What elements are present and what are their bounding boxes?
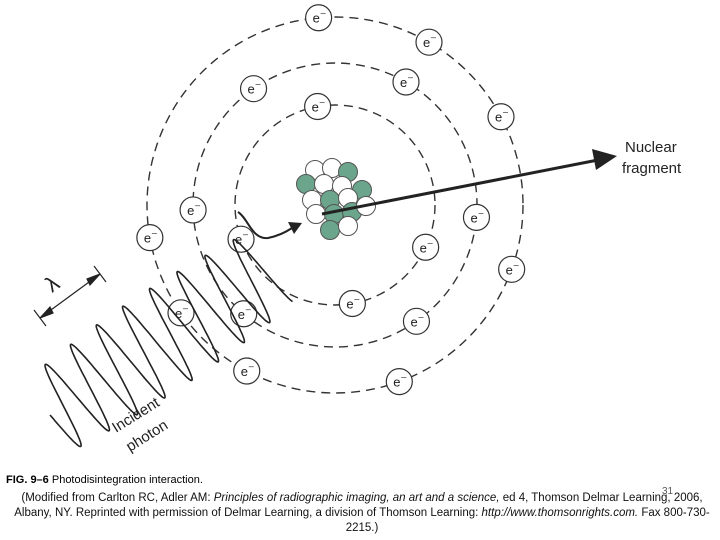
electron: e–	[412, 233, 440, 261]
electron-label: e	[393, 375, 400, 390]
electron-charge: –	[183, 303, 188, 313]
credit-text-2: ed 4, Thomson Delmar Learning, 2006, Alb…	[14, 492, 703, 519]
electron: e–	[498, 255, 526, 283]
figure-number: FIG. 9–6	[6, 474, 49, 486]
nuclear-label: Nuclear	[625, 139, 677, 156]
electron-charge: –	[195, 200, 200, 210]
electron: e–	[487, 103, 515, 131]
credit-text-3: Fax 800-730-2215.)	[345, 507, 710, 534]
electron: e–	[338, 289, 366, 318]
electron-label: e	[410, 314, 417, 329]
electron-label: e	[235, 232, 242, 247]
photodisintegration-diagram: e–e–e–e–e–e–e–e–e–e–e–e–e–e–e–e–e–e– λ N…	[33, 4, 682, 455]
neutron	[338, 216, 358, 236]
electron-charge: –	[431, 32, 436, 42]
electron-charge: –	[503, 107, 508, 117]
electron: e–	[227, 225, 255, 253]
photon-arrowhead	[288, 222, 302, 234]
electron: e–	[462, 203, 491, 231]
electron-label: e	[506, 262, 513, 277]
incident-photon-wave	[44, 238, 293, 448]
electron-circle	[392, 68, 420, 96]
electron-circle	[498, 255, 526, 283]
electron-label: e	[238, 307, 245, 322]
electron-charge: –	[243, 229, 248, 239]
credit-text-1: (Modified from Carlton RC, Adler AM:	[21, 492, 214, 504]
electron-circle	[233, 357, 261, 385]
electron-label: e	[423, 35, 430, 50]
electron-charge: –	[321, 8, 326, 18]
electron-charge: –	[354, 293, 359, 303]
electron-charge: –	[418, 311, 423, 321]
proton	[320, 220, 340, 240]
electron-circle	[402, 307, 431, 335]
figure-title: Photodisintegration interaction.	[51, 474, 203, 486]
electron-label: e	[400, 75, 407, 90]
electron: e–	[239, 75, 268, 103]
electron-circle	[415, 28, 443, 56]
page-number: 31	[662, 486, 674, 497]
electron-circle	[179, 196, 207, 224]
electron-circle	[487, 103, 515, 131]
electron-circle	[385, 368, 413, 396]
electron-label: e	[312, 100, 319, 115]
wavelength-label: λ	[41, 270, 64, 297]
fragment-arrowhead	[592, 149, 617, 170]
electron-charge: –	[256, 79, 261, 89]
electron-charge: –	[249, 361, 254, 371]
electron: e–	[385, 368, 413, 396]
electron: e–	[136, 224, 164, 252]
electron-circle	[230, 300, 258, 328]
electron-circle	[167, 299, 195, 327]
electron-charge: –	[152, 228, 157, 238]
electron-label: e	[313, 11, 320, 26]
outer-shell	[146, 16, 524, 394]
electron-circle	[304, 92, 332, 121]
photon-arrow-line	[237, 211, 293, 240]
rights-url: http://www.thomsonrights.com.	[481, 507, 639, 519]
fragment-arrow-line	[321, 158, 599, 216]
electron: e–	[392, 68, 420, 96]
electron-charge: –	[514, 259, 519, 269]
inner-shell	[234, 104, 436, 306]
electron-label: e	[495, 110, 502, 125]
electron-label: e	[187, 203, 194, 218]
electron-label: e	[175, 306, 182, 321]
electron-charge: –	[408, 72, 413, 82]
electron: e–	[233, 357, 261, 385]
electron-circle	[412, 233, 440, 261]
electron: e–	[167, 299, 195, 327]
electron: e–	[230, 300, 258, 328]
nucleus	[296, 158, 376, 240]
electron-charge: –	[246, 304, 251, 314]
electron: e–	[415, 28, 443, 56]
electron-label: e	[241, 364, 248, 379]
electron-label: e	[346, 296, 353, 311]
electron-circle	[462, 203, 491, 231]
electron-label: e	[420, 240, 427, 255]
electron-label: e	[144, 231, 151, 246]
electron-charge: –	[320, 97, 325, 107]
electron-circle	[338, 289, 366, 318]
electron: e–	[304, 92, 332, 121]
electron-charge: –	[401, 372, 406, 382]
electron: e–	[402, 307, 431, 335]
electron-label: e	[470, 210, 477, 225]
figure-credit: (Modified from Carlton RC, Adler AM: Pri…	[14, 491, 710, 536]
electron-circle	[239, 75, 268, 103]
electron-charge: –	[478, 207, 483, 217]
fragment-label: fragment	[622, 160, 682, 177]
electron: e–	[305, 4, 333, 32]
electron-charge: –	[428, 237, 433, 247]
electron-label: e	[248, 82, 255, 97]
wavelength-marker	[33, 265, 107, 327]
figure-caption: FIG. 9–6 Photodisintegration interaction…	[6, 474, 203, 486]
electron-circle	[136, 224, 164, 252]
book-title: Principles of radiographic imaging, an a…	[213, 492, 500, 504]
electrons: e–e–e–e–e–e–e–e–e–e–e–e–e–e–e–e–e–e–	[136, 4, 526, 396]
electron: e–	[179, 196, 207, 224]
electron-circle	[305, 4, 333, 32]
